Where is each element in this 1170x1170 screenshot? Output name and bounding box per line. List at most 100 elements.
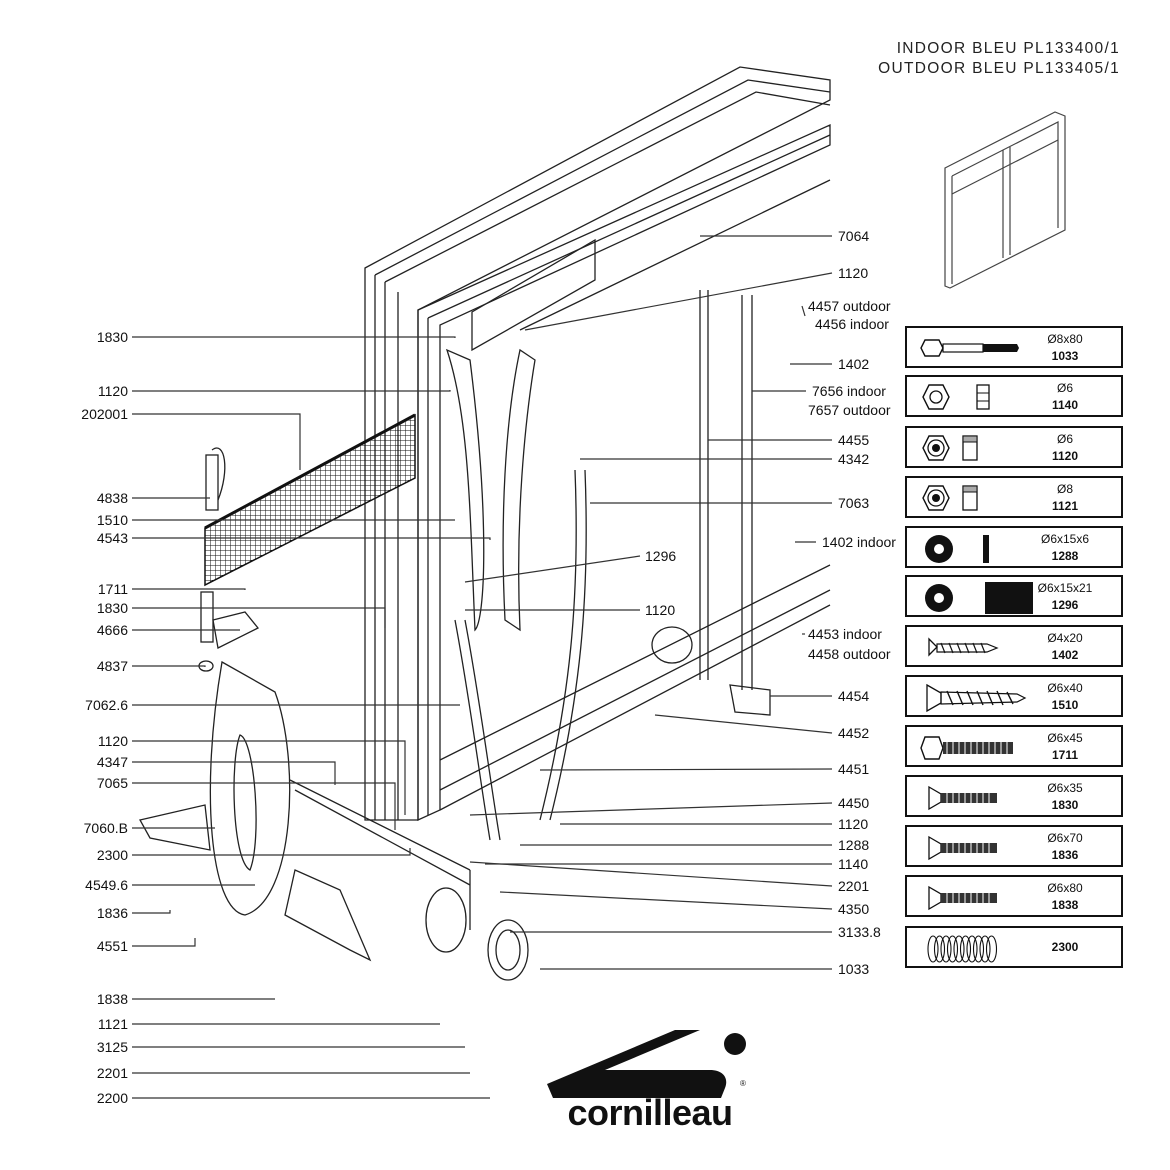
callout-right-24: 3133.8: [838, 924, 881, 940]
callout-left-9: 4837: [97, 658, 128, 674]
leader-left-7: [132, 607, 386, 628]
hardware-reference: 1402: [1051, 648, 1079, 662]
nylon-nut-icon: [922, 485, 978, 511]
hardware-dimension: Ø4x20: [1047, 631, 1083, 645]
hardware-item-1711: Ø6x45 1711: [905, 725, 1123, 767]
hardware-reference: 2300: [1051, 940, 1079, 954]
callout-right-6: 7657 outdoor: [808, 402, 891, 418]
leader-left-6: [132, 588, 246, 590]
hex-bolt-icon: [920, 736, 1013, 760]
hardware-dimension: Ø6x80: [1047, 881, 1083, 895]
callout-left-12: 4347: [97, 754, 128, 770]
hardware-dimension: Ø6x15x21: [1037, 581, 1093, 595]
hardware-reference: 1121: [1051, 499, 1079, 513]
left-callouts: 1830112020200148381510454317111830466648…: [81, 329, 128, 1106]
callout-left-13: 7065: [97, 775, 128, 791]
callout-left-18: 4551: [97, 938, 128, 954]
callout-right-10: 1402 indoor: [822, 534, 896, 550]
leader-left-18: [132, 938, 196, 947]
hardware-dimension: Ø6x15x6: [1040, 532, 1090, 546]
hardware-item-1296: Ø6x15x21 1296: [905, 575, 1123, 617]
leader-right-17: [539, 768, 833, 771]
leader-right-23: [499, 891, 833, 910]
callout-left-14: 7060.B: [84, 820, 128, 836]
hardware-dimension: Ø6x45: [1047, 731, 1083, 745]
callout-right-5: 7656 indoor: [812, 383, 886, 399]
callout-left-15: 2300: [97, 847, 128, 863]
leader-left-13: [132, 782, 396, 830]
callout-left-20: 1121: [98, 1016, 128, 1032]
hardware-dimension: Ø6: [1056, 432, 1073, 446]
callout-right-16: 4452: [838, 725, 869, 741]
callout-left-3: 4838: [97, 490, 128, 506]
callout-right-2: 4457 outdoor: [808, 298, 891, 314]
registered-mark: ®: [740, 1079, 746, 1088]
hardware-item-2300: 2300: [905, 926, 1123, 968]
leader-left-2: [132, 413, 301, 470]
leader-left-0: [132, 336, 456, 338]
bolt-hex-icon: [920, 339, 1019, 357]
callout-left-0: 1830: [97, 329, 128, 345]
washer-thin-icon: [925, 535, 989, 563]
callout-right-4: 1402: [838, 356, 869, 372]
callout-right-20: 1288: [838, 837, 869, 853]
callout-left-23: 2200: [97, 1090, 128, 1106]
hardware-dimension: Ø8: [1056, 482, 1073, 496]
countersunk-bolt-icon: [928, 835, 997, 861]
hardware-reference: 1510: [1051, 698, 1079, 712]
callout-right-0: 7064: [838, 228, 869, 244]
hardware-reference: 1296: [1051, 598, 1079, 612]
washer-thick-icon: [925, 582, 1033, 614]
leader-right-1: [524, 272, 833, 331]
callout-right-19: 1120: [838, 816, 868, 832]
table-frame: [364, 66, 831, 822]
callout-right-23: 4350: [838, 901, 869, 917]
hardware-reference: 1033: [1051, 349, 1079, 363]
hardware-dimension: Ø8x80: [1047, 332, 1083, 346]
logo-swoosh-icon: [547, 1030, 727, 1098]
leg-assembly: [139, 290, 771, 981]
callout-left-8: 4666: [97, 622, 128, 638]
cornilleau-logo: [547, 1030, 746, 1098]
callout-right-3: 4456 indoor: [815, 316, 889, 332]
hardware-reference: 1836: [1051, 848, 1079, 862]
callout-left-22: 2201: [97, 1065, 128, 1081]
leader-right-18: [469, 802, 833, 816]
leader-left-15: [132, 848, 411, 856]
hardware-reference: 1140: [1051, 398, 1079, 412]
wood-screw-icon: [928, 637, 999, 657]
callout-left-17: 1836: [97, 905, 128, 921]
hardware-item-1830: Ø6x35 1830: [905, 775, 1123, 817]
net: [204, 413, 416, 587]
leader-left-1: [132, 390, 451, 392]
hardware-dimension: Ø6x40: [1047, 681, 1083, 695]
logo-dot-icon: [724, 1033, 746, 1055]
leader-right-22: [469, 861, 833, 887]
hardware-item-1121: Ø8 1121: [905, 476, 1123, 518]
callout-left-6: 1711: [98, 581, 128, 597]
right-callouts: 7064 1120 4457 outdoor 4456 indoor 1402 7656 …: [645, 228, 896, 977]
callout-left-7: 1830: [97, 600, 128, 616]
net-post: [198, 447, 260, 672]
callout-left-11: 1120: [98, 733, 128, 749]
hardware-dimension: Ø6: [1056, 381, 1073, 395]
hardware-reference: 1830: [1051, 798, 1079, 812]
callout-right-17: 4451: [838, 761, 869, 777]
callout-left-16: 4549.6: [85, 877, 128, 893]
countersunk-screw-icon: [926, 683, 1027, 713]
callout-right-13: 4453 indoor: [808, 626, 882, 642]
hardware-reference: 1711: [1051, 748, 1079, 762]
hardware-item-1140: Ø6 1140: [905, 375, 1123, 417]
leader-left-9: [132, 665, 206, 667]
leader-right-2: [801, 305, 806, 317]
leader-right-11: [464, 555, 641, 583]
callout-left-1: 1120: [98, 383, 128, 399]
hardware-dimension: Ø6x35: [1047, 781, 1083, 795]
leader-left-12: [132, 761, 336, 785]
callout-left-21: 3125: [97, 1039, 128, 1055]
callout-left-19: 1838: [97, 991, 128, 1007]
